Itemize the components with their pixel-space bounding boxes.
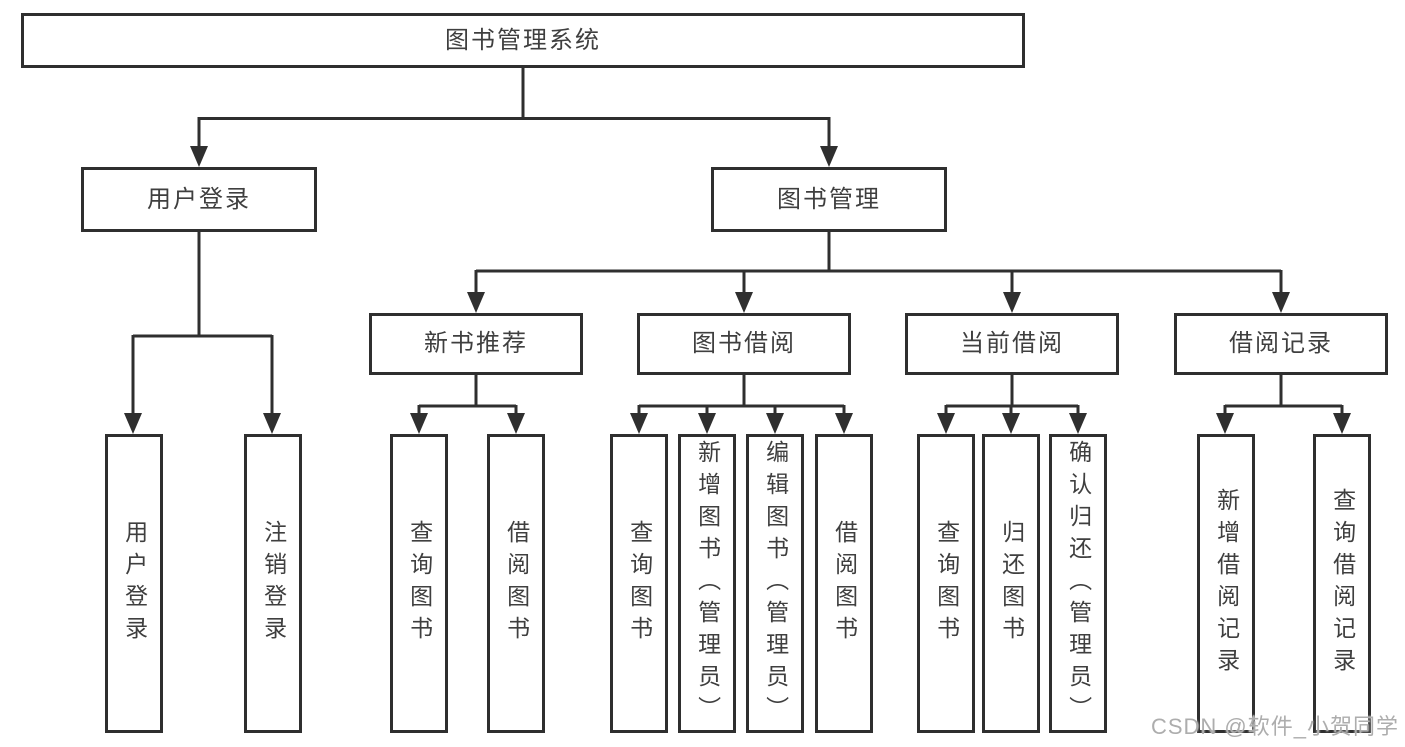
connector-book-borrow-group	[630, 375, 853, 434]
connector-borrow-records-group	[1216, 375, 1351, 434]
node-root: 图书管理系统	[21, 13, 1025, 68]
node-book-management: 图书管理	[711, 167, 947, 232]
leaf-label: 借阅图书	[831, 519, 858, 648]
node-label: 新书推荐	[424, 330, 528, 357]
csdn-watermark: CSDN @软件_小贺同学	[1150, 714, 1399, 739]
connector-login-branch	[124, 232, 281, 434]
node-label: 用户登录	[147, 185, 251, 213]
node-book-borrow: 图书借阅	[637, 313, 851, 375]
leaf-query-books-recommend: 查询图书	[390, 434, 448, 733]
leaf-query-books-borrow: 查询图书	[610, 434, 668, 733]
node-label: 当前借阅	[960, 330, 1064, 357]
leaf-label: 编辑图书（管理员）	[762, 439, 789, 728]
node-label: 图书管理	[777, 185, 881, 213]
leaf-label: 借阅图书	[503, 519, 530, 648]
leaf-user-login: 用户登录	[105, 434, 163, 733]
node-label: 图书管理系统	[445, 26, 601, 54]
connector-new-book-group	[410, 375, 525, 434]
leaf-add-borrow-record: 新增借阅记录	[1197, 434, 1255, 733]
node-new-book-recommend: 新书推荐	[369, 313, 583, 375]
leaf-borrow-books: 借阅图书	[815, 434, 873, 733]
connector-current-borrow-group	[937, 375, 1087, 434]
connector-root-to-level2	[190, 68, 838, 167]
node-label: 图书借阅	[692, 330, 796, 357]
leaf-label: 查询图书	[626, 519, 653, 648]
leaf-label: 注销登录	[260, 519, 287, 648]
leaf-label: 查询借阅记录	[1329, 487, 1356, 680]
leaf-return-books: 归还图书	[982, 434, 1040, 733]
leaf-borrow-books-recommend: 借阅图书	[487, 434, 545, 733]
leaf-label: 查询图书	[406, 519, 433, 648]
leaf-label: 确认归还（管理员）	[1065, 439, 1092, 728]
leaf-query-books-current: 查询图书	[917, 434, 975, 733]
node-label: 借阅记录	[1229, 330, 1333, 357]
leaf-confirm-return-admin: 确认归还（管理员）	[1049, 434, 1107, 733]
node-current-borrow: 当前借阅	[905, 313, 1119, 375]
node-user-login: 用户登录	[81, 167, 317, 232]
leaf-edit-books-admin: 编辑图书（管理员）	[746, 434, 804, 733]
leaf-label: 新增图书（管理员）	[694, 439, 721, 728]
node-borrow-records: 借阅记录	[1174, 313, 1388, 375]
leaf-logout: 注销登录	[244, 434, 302, 733]
leaf-query-borrow-record: 查询借阅记录	[1313, 434, 1371, 733]
leaf-label: 查询图书	[933, 519, 960, 648]
leaf-label: 归还图书	[998, 519, 1025, 648]
leaf-add-books-admin: 新增图书（管理员）	[678, 434, 736, 733]
leaf-label: 新增借阅记录	[1213, 487, 1240, 680]
connector-management-to-level3	[467, 232, 1290, 313]
leaf-label: 用户登录	[121, 519, 148, 648]
